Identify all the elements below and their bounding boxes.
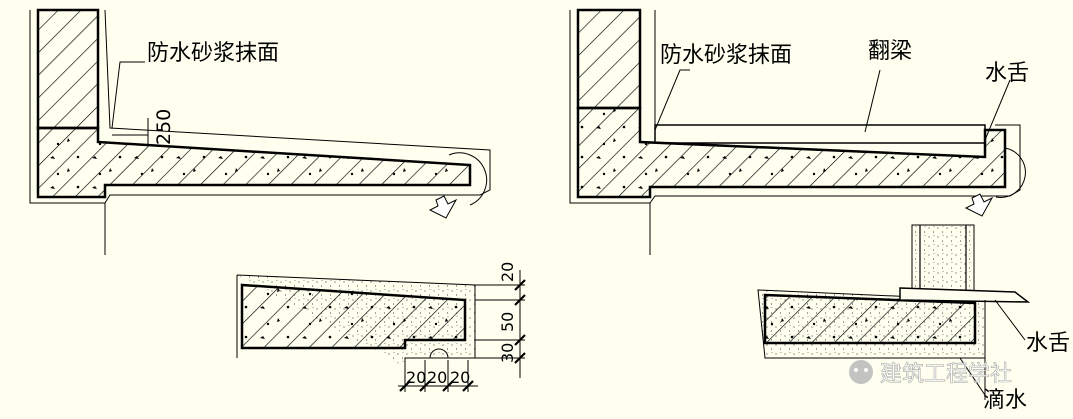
left-mortar-leader: [111, 61, 145, 129]
br-drip-label: 滴水: [983, 388, 1027, 413]
dim-h-3: 20: [450, 368, 470, 387]
br-tongue-label: 水舌: [1026, 331, 1070, 356]
watermark-text: 建筑工程学社: [880, 362, 1012, 387]
right-beam: [654, 124, 986, 144]
left-wall-hatch: [38, 10, 98, 128]
wechat-icon: [849, 360, 873, 384]
bottom-right-detail: 水舌 滴水: [757, 224, 1070, 413]
right-wall-hatch: [578, 10, 640, 108]
bottom-left-detail: 20 50 30 20 20 20: [236, 262, 526, 392]
left-dim-250: 250: [153, 109, 175, 145]
watermark: 建筑工程学社: [849, 360, 1012, 387]
left-drip-arrow: [428, 195, 458, 219]
bl-drip: [429, 348, 449, 359]
dim-v-bot: 30: [498, 343, 517, 363]
left-detail: 250 防水砂浆抹面: [29, 8, 491, 255]
left-mortar-label: 防水砂浆抹面: [147, 41, 279, 66]
right-tongue-label: 水舌: [985, 61, 1029, 86]
left-plaster-outline: [29, 9, 491, 255]
right-drip-arrow: [964, 193, 994, 217]
right-drip-circle: [995, 147, 1026, 198]
br-wall: [911, 224, 975, 301]
dim-h-1: 20: [406, 368, 426, 387]
dim-v-top: 20: [498, 262, 517, 282]
right-mortar-label: 防水砂浆抹面: [660, 43, 792, 68]
br-water-tongue: [899, 287, 1031, 303]
right-detail: 防水砂浆抹面 翻梁 水舌: [569, 8, 1029, 255]
right-beam-label: 翻梁: [868, 39, 912, 64]
left-drip-circle: [448, 152, 488, 206]
right-mortar-leader: [654, 69, 690, 131]
dim-h-2: 20: [427, 368, 447, 387]
dim-v-mid: 50: [498, 312, 517, 332]
